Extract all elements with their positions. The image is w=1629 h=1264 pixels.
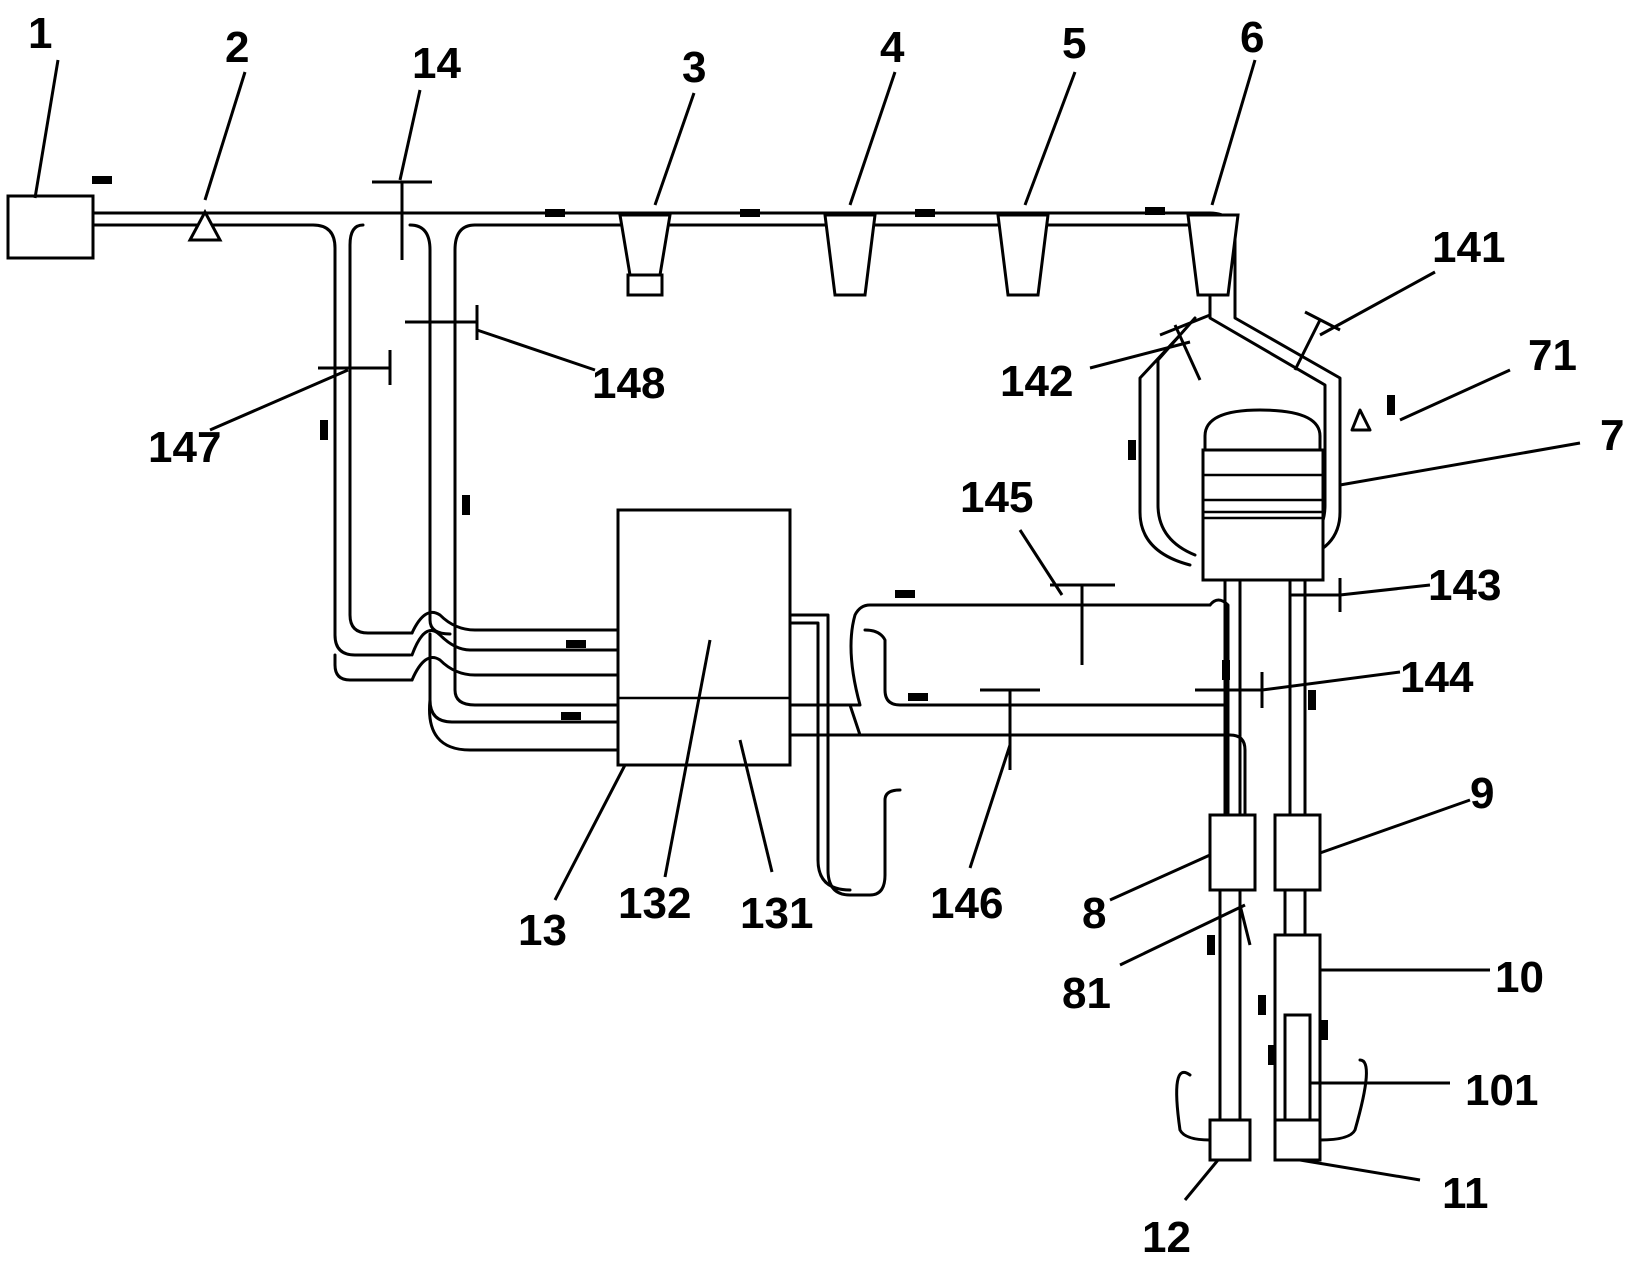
leader-lines <box>33 59 1581 1201</box>
tank-13 <box>616 508 792 767</box>
label-131: 131 <box>740 889 813 938</box>
label-14: 14 <box>412 39 461 88</box>
label-143: 143 <box>1428 561 1501 610</box>
valve-143 <box>1290 578 1342 612</box>
arrow-71-head <box>1350 408 1372 432</box>
label-148: 148 <box>592 359 665 408</box>
valve-146 <box>980 688 1040 770</box>
nozzle-5 <box>996 213 1050 297</box>
nozzle-3 <box>618 213 672 297</box>
valve-2 <box>187 208 223 242</box>
valve-145 <box>1050 583 1115 665</box>
label-145: 145 <box>960 473 1033 522</box>
label-81: 81 <box>1062 969 1111 1018</box>
label-147: 147 <box>148 423 221 472</box>
valve-141 <box>1293 310 1341 371</box>
vessel-7 <box>1201 448 1325 582</box>
lower-pipes <box>1175 578 1368 1162</box>
nozzle-6 <box>1186 213 1240 297</box>
label-11: 11 <box>1442 1169 1489 1218</box>
label-2: 2 <box>225 23 249 72</box>
component-9 <box>1273 813 1322 892</box>
label-9: 9 <box>1470 769 1494 818</box>
label-1: 1 <box>28 9 52 58</box>
label-101: 101 <box>1465 1066 1538 1115</box>
component-1-box <box>6 194 95 260</box>
valve-142 <box>1159 313 1211 381</box>
label-146: 146 <box>930 879 1003 928</box>
valve-147 <box>318 350 392 385</box>
label-10: 10 <box>1495 953 1544 1002</box>
label-141: 141 <box>1432 223 1505 272</box>
label-13: 13 <box>518 906 567 955</box>
label-144: 144 <box>1400 653 1474 702</box>
label-4: 4 <box>880 23 905 72</box>
valve-81 <box>1238 904 1252 946</box>
label-142: 142 <box>1000 357 1073 406</box>
label-12: 12 <box>1142 1213 1191 1262</box>
labels: 1 2 14 3 4 5 6 141 71 7 142 148 147 145 … <box>28 9 1624 1262</box>
label-132: 132 <box>618 879 691 928</box>
label-8: 8 <box>1082 889 1106 938</box>
nozzle-4 <box>823 213 877 297</box>
label-6: 6 <box>1240 13 1264 62</box>
vessel-7-assembly <box>1138 316 1372 582</box>
return-pipes-left <box>333 610 622 752</box>
return-pipes-right <box>788 598 1247 897</box>
component-12 <box>1208 1118 1252 1162</box>
component-8 <box>1208 813 1257 892</box>
label-5: 5 <box>1062 19 1086 68</box>
component-11 <box>1273 1118 1322 1162</box>
label-71: 71 <box>1528 331 1577 380</box>
valve-14 <box>372 180 432 260</box>
label-3: 3 <box>682 43 706 92</box>
component-101 <box>1283 1013 1312 1122</box>
valve-148 <box>405 305 479 340</box>
label-7: 7 <box>1600 411 1624 460</box>
flow-arrows <box>92 176 1395 1065</box>
